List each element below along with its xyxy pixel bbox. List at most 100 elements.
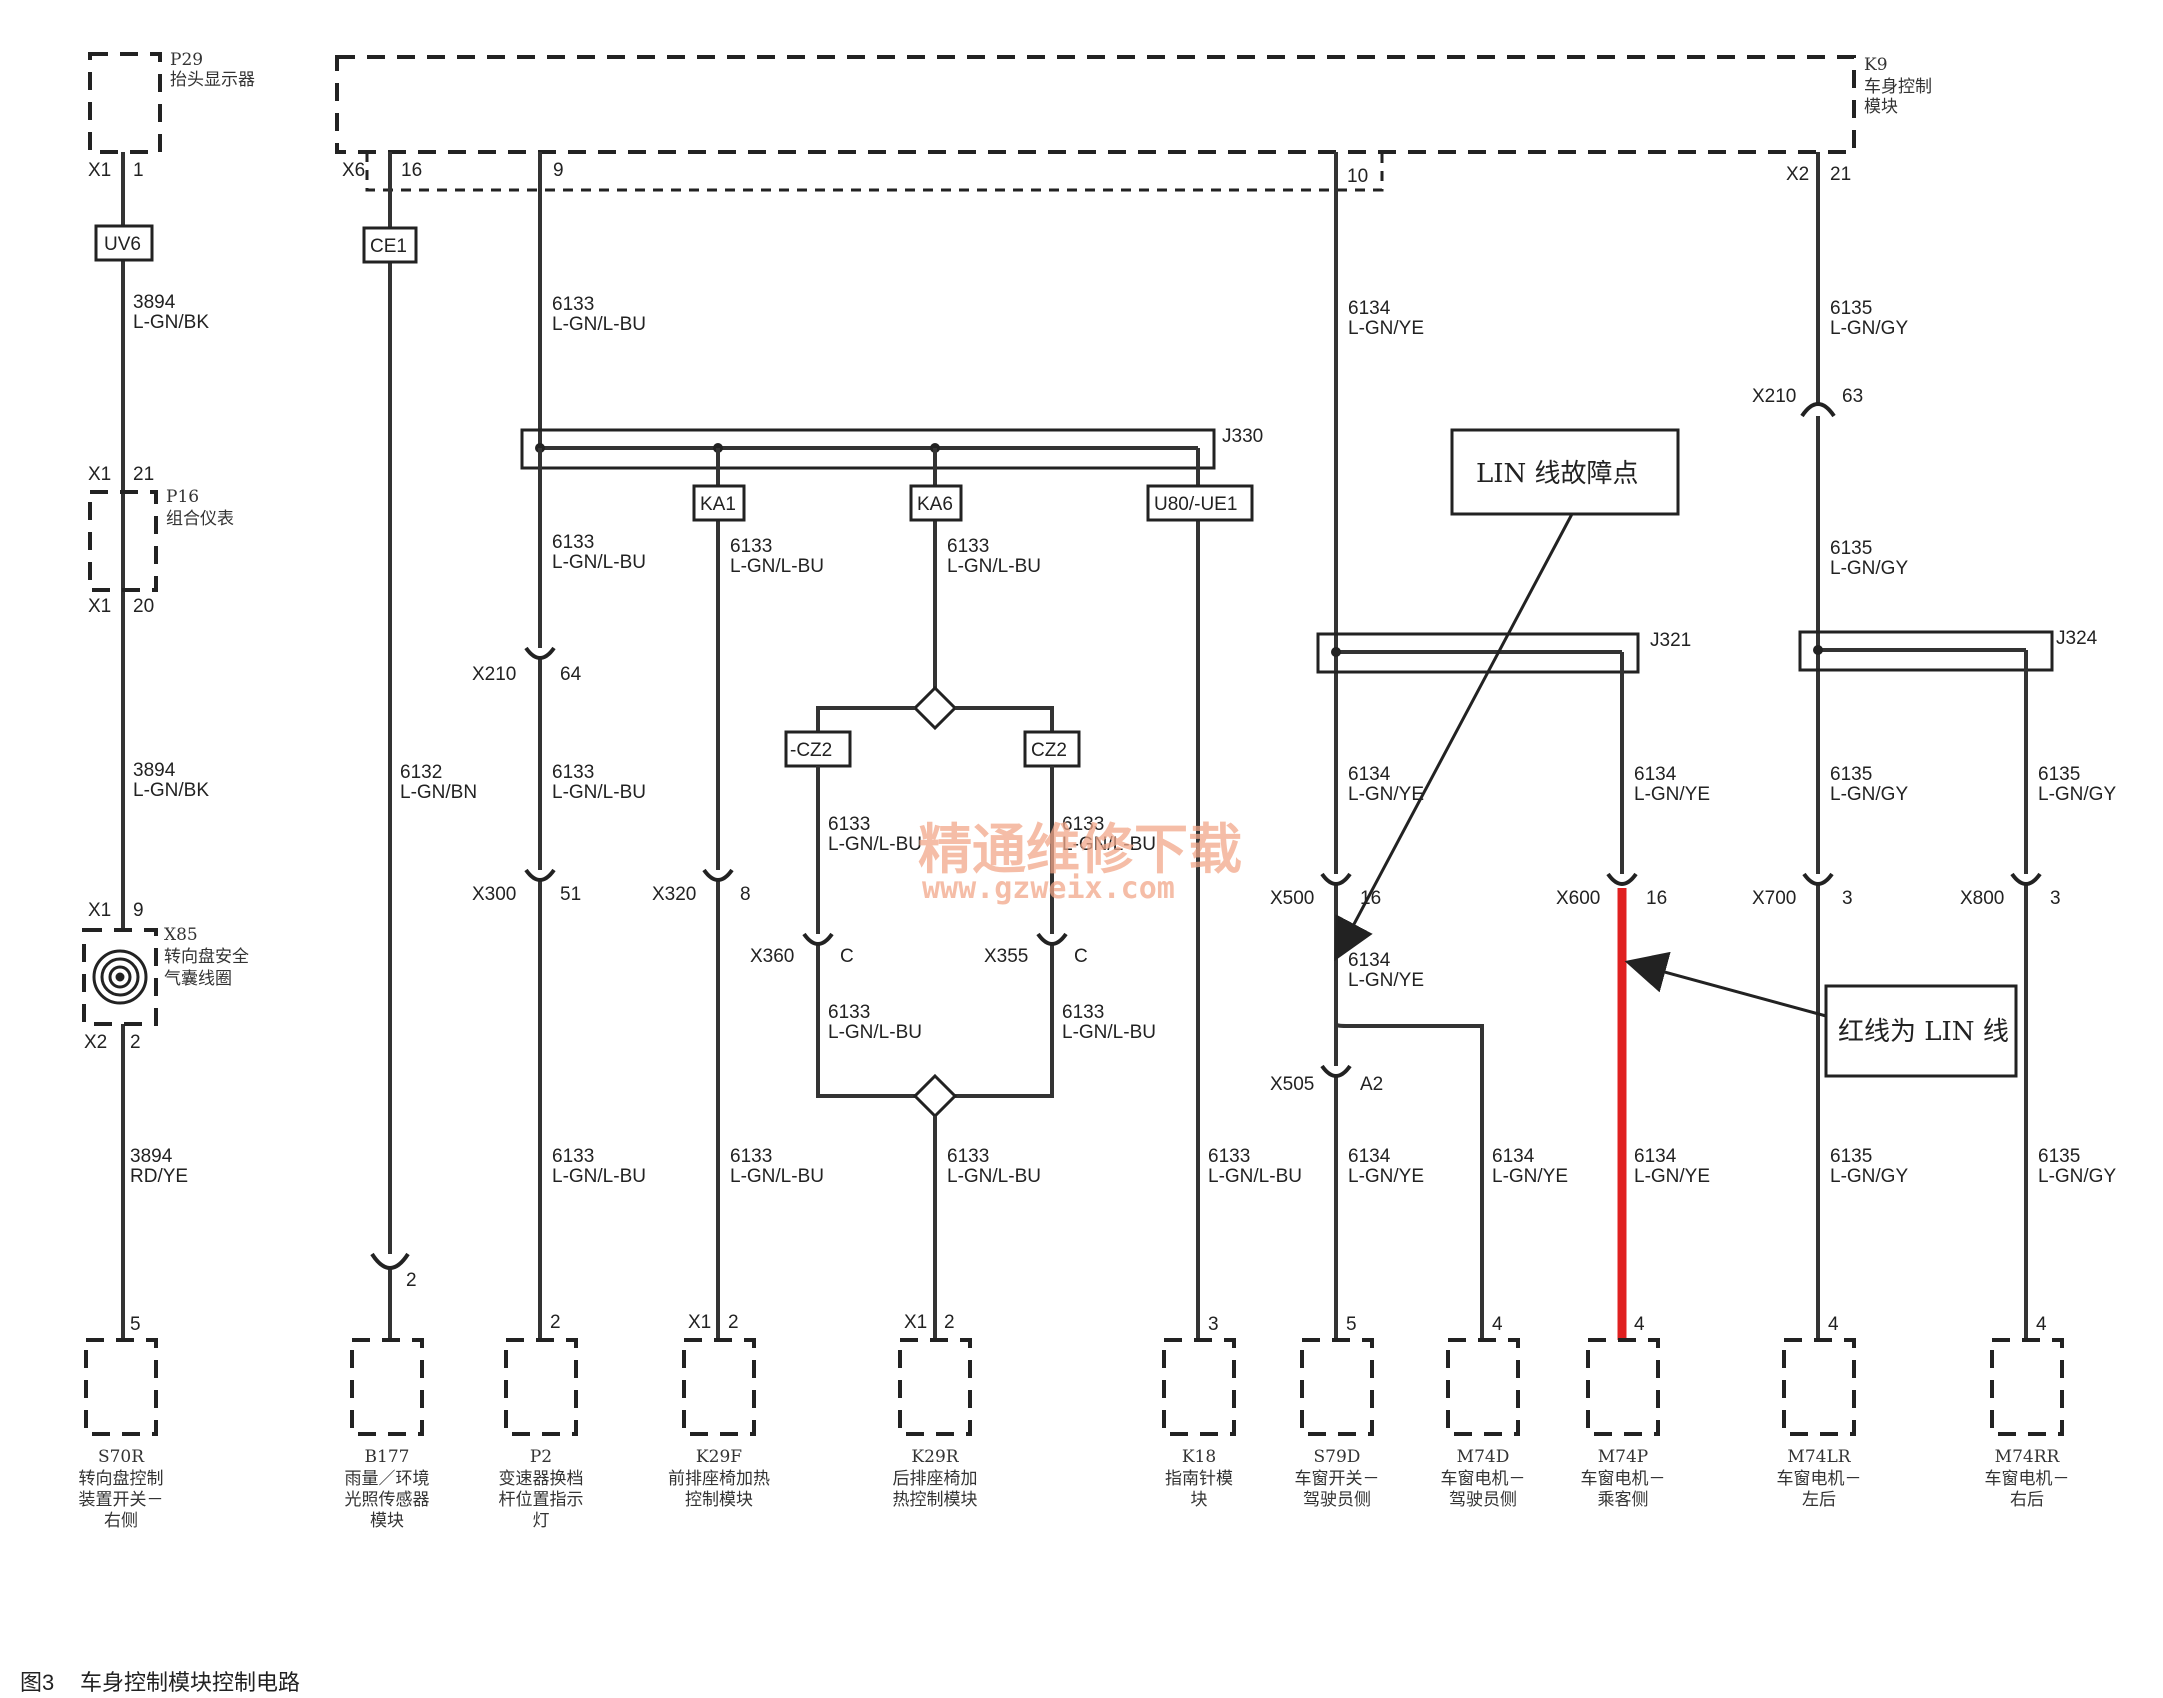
component-description: 杆位置指示 [499,1490,584,1510]
splice-j330 [520,428,1216,470]
wire-6134-num-c: 6134 [1348,950,1391,971]
conn-x210-b: X210 [1752,386,1796,407]
pin-9: 9 [133,900,144,921]
component-description: 变速器换档 [499,1469,584,1489]
k9-module-box [335,55,1856,154]
wire-6133-num-i: 6133 [1062,814,1104,835]
component-p2-box [504,1338,578,1436]
box-u80 [1146,484,1254,522]
component-m74p-box [1586,1338,1660,1436]
component-description: 灯 [533,1511,550,1531]
wire-6134-color-f: L-GN/YE [1634,784,1710,805]
pin-5-b: 5 [1346,1314,1357,1335]
pin-63: 63 [1842,386,1863,407]
box-cz2-label: CZ2 [1031,740,1067,761]
pin-9-b: 9 [553,160,564,181]
wire-6135-color-b: L-GN/GY [1830,558,1908,579]
wire-6134-color-g: L-GN/YE [1634,1166,1710,1187]
wire-6135-color-a: L-GN/GY [1830,318,1908,339]
wire-6134-num-b: 6134 [1348,764,1391,785]
wire-6133-color-i: L-GN/L-BU [1062,834,1156,855]
wire-6135-num-b: 6135 [1830,538,1872,559]
component-labels: S70R转向盘控制装置开关－右侧B177雨量／环境光照传感器模块P2变速器换档杆… [79,1447,2070,1531]
component-description: 车窗电机－ [1581,1469,1666,1489]
component-m74d-box [1446,1338,1520,1436]
wire-6135-color-c: L-GN/GY [1830,784,1908,805]
wire-6133-color-a: L-GN/L-BU [552,314,646,335]
box-uv6 [94,224,154,262]
component-s79d-box [1300,1338,1374,1436]
conn-x320: X320 [652,884,696,905]
wire-3894-color-a: L-GN/BK [133,312,209,333]
component-code: M74D [1457,1447,1510,1467]
component-code: S79D [1314,1447,1361,1467]
pin-21-b: 21 [1830,164,1851,185]
component-code: M74P [1598,1447,1648,1467]
box-cz2-neg-label: -CZ2 [790,740,832,761]
component-description: 右后 [2010,1490,2044,1510]
wire-6135-num-c: 6135 [1830,764,1872,785]
pin-2-d: 2 [728,1312,739,1333]
wire-6133-color-c: L-GN/L-BU [552,782,646,803]
pin-20: 20 [133,596,154,617]
component-description: 块 [1191,1490,1208,1510]
wire-6133-num-j: 6133 [828,1002,870,1023]
component-description: 车窗电机－ [1985,1469,2070,1489]
component-s70r-box [84,1338,158,1436]
conn-x1-e: X1 [688,1312,711,1333]
wire-3894-num-a: 3894 [133,292,176,313]
conn-x500: X500 [1270,888,1314,909]
pin-16-c: 16 [1646,888,1667,909]
wire-3894-num-b: 3894 [133,760,176,781]
wire-6134-num-d: 6134 [1348,1146,1391,1167]
component-k29f-box [682,1338,756,1436]
wire-6135-num-e: 6135 [1830,1146,1872,1167]
component-b177-box [350,1338,424,1436]
component-description: 转向盘控制 [79,1469,164,1489]
pin-2-b: 2 [406,1270,417,1291]
box-u80-label: U80/-UE1 [1154,494,1237,515]
conn-x1-b: X1 [88,464,111,485]
wire-6134-num-g: 6134 [1634,1146,1677,1167]
wire-6135-color-f: L-GN/GY [2038,1166,2116,1187]
conn-x6: X6 [342,160,365,181]
wire-6133-color-e: L-GN/L-BU [730,556,824,577]
wire-3894-color-b: L-GN/BK [133,780,209,801]
k9-name-2: 模块 [1864,97,1898,117]
component-description: 左后 [1802,1490,1836,1510]
x85-name-2: 气囊线圈 [164,969,232,989]
p16-name: 组合仪表 [166,509,234,529]
conn-x600: X600 [1556,888,1600,909]
splice-j321 [1316,632,1640,674]
clockspring-icon [92,949,148,1005]
box-uv6-label: UV6 [104,234,141,255]
pin-2-c: 2 [550,1312,561,1333]
p16-module-box [88,490,158,592]
component-description: 车窗电机－ [1777,1469,1862,1489]
component-m74rr-box [1990,1338,2064,1436]
conn-x2-a: X2 [84,1032,107,1053]
pin-10: 10 [1347,166,1368,187]
component-description: 乘客侧 [1598,1490,1649,1510]
pin-21: 21 [133,464,154,485]
conn-x505: X505 [1270,1074,1314,1095]
component-code: K29R [911,1447,959,1467]
wire-6134-num-e: 6134 [1492,1146,1535,1167]
wire-6134-color-d: L-GN/YE [1348,1166,1424,1187]
pin-3-b: 3 [1842,888,1853,909]
k9-name-1: 车身控制 [1864,77,1932,97]
pin-1: 1 [133,160,144,181]
figure-title: 车身控制模块控制电路 [80,1670,300,1695]
p29-name: 抬头显示器 [170,70,255,90]
wire-6135-color-e: L-GN/GY [1830,1166,1908,1187]
wire-6133-num-b: 6133 [552,532,594,553]
splice-j324 [1798,630,2054,672]
conn-x1-a: X1 [88,160,111,181]
lin-callout-box [1824,984,2018,1078]
wire-6133-num-l: 6133 [947,1146,989,1167]
conn-x800: X800 [1960,888,2004,909]
component-code: M74RR [1995,1447,2061,1467]
conn-x1-c: X1 [88,596,111,617]
component-description: 控制模块 [685,1490,753,1510]
